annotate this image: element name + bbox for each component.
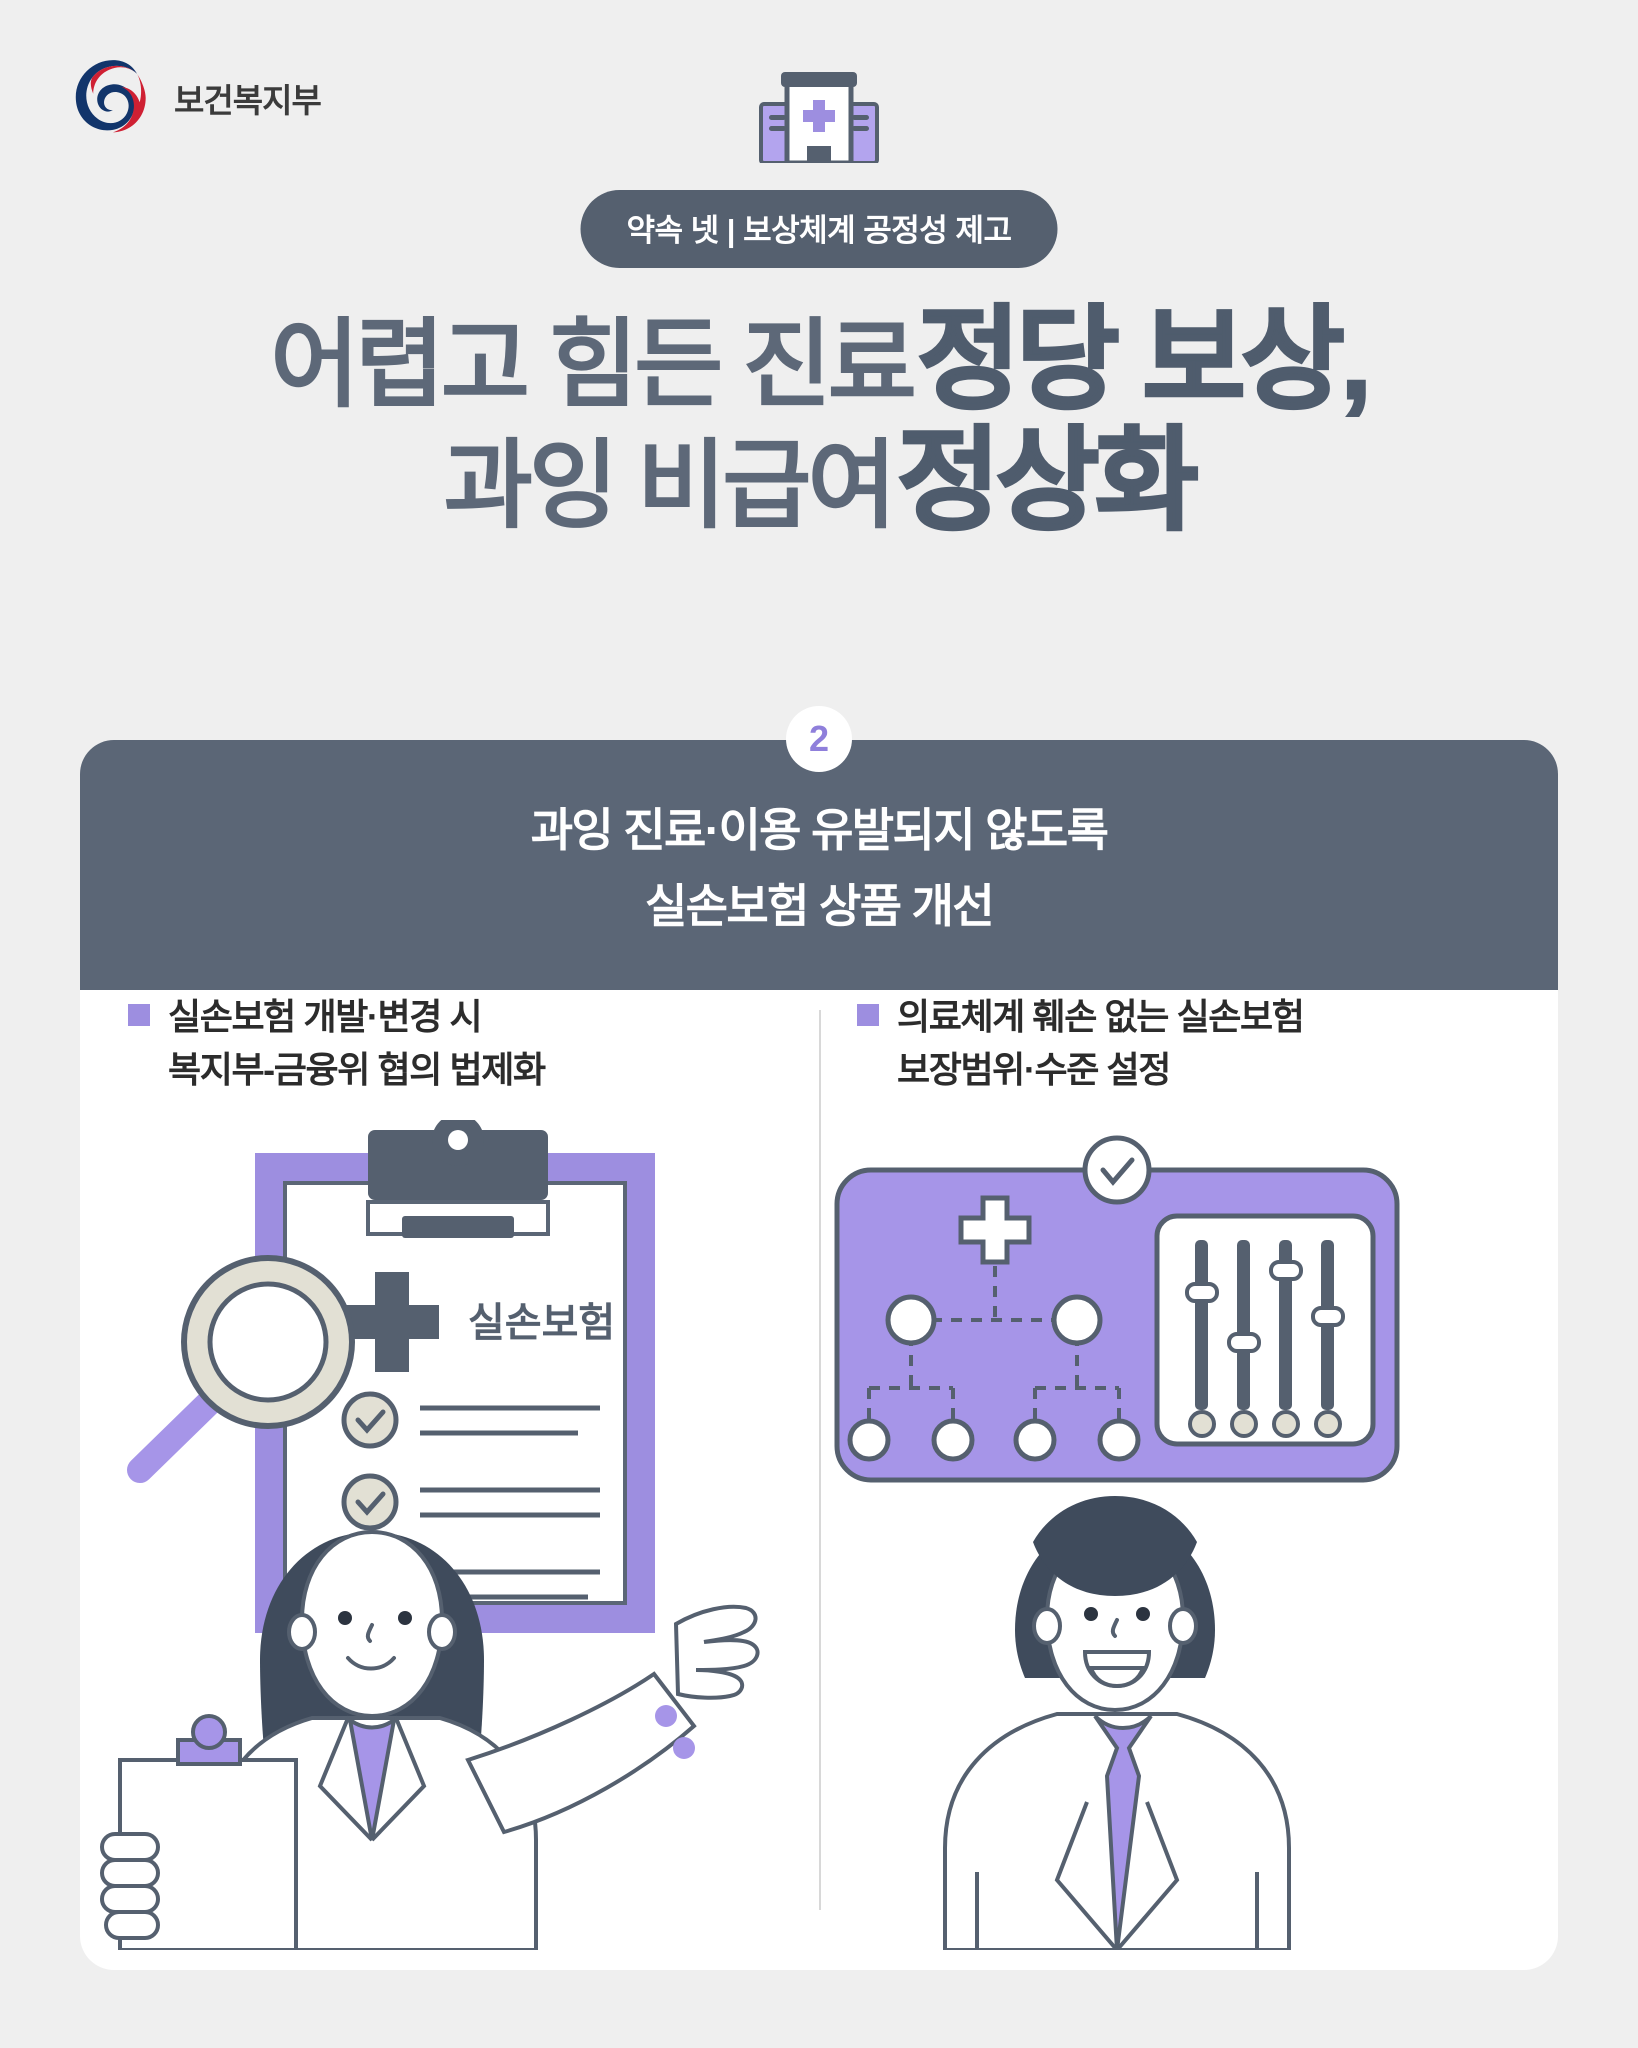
bullet-left-text: 실손보험 개발·변경 시 복지부-금융위 협의 법제화 xyxy=(168,990,546,1097)
card-header-line-2: 실손보험 상품 개선 xyxy=(644,880,995,932)
bullet-left-line-2: 복지부-금융위 협의 법제화 xyxy=(168,1049,546,1091)
columns: 실손보험 개발·변경 시 복지부-금융위 협의 법제화 실손보험 xyxy=(80,990,1558,1970)
headline: 어렵고 힘든 진료 정당 보상, 과잉 비급여 정상화 xyxy=(0,297,1638,543)
hospital-building-icon xyxy=(759,72,879,163)
promise-badge: 약속 넷 | 보상체계 공정성 제고 xyxy=(580,190,1058,268)
clipboard-label: 실손보험 xyxy=(468,1301,615,1345)
bullet-left: 실손보험 개발·변경 시 복지부-금융위 협의 법제화 xyxy=(80,990,819,1097)
column-left: 실손보험 개발·변경 시 복지부-금융위 협의 법제화 실손보험 xyxy=(80,990,819,1970)
bullet-right-line-1: 의료체계 훼손 없는 실손보험 xyxy=(897,996,1305,1037)
column-divider xyxy=(819,1010,821,1910)
headline-line1-heavy: 정당 보상, xyxy=(916,297,1373,422)
headline-line2-heavy: 정상화 xyxy=(896,417,1200,543)
headline-line2-light: 과잉 비급여 xyxy=(443,430,897,540)
korea-government-taegeuk-logo-icon xyxy=(75,60,146,133)
headline-line1-light: 어렵고 힘든 진료 xyxy=(270,310,917,419)
ministry-logo: 보건복지부 xyxy=(70,55,322,141)
bullet-left-line-1: 실손보험 개발·변경 시 xyxy=(168,996,483,1037)
illustration-panel-doctor xyxy=(834,1135,1400,1950)
step-number-badge: 2 xyxy=(786,706,852,772)
headline-line-1: 어렵고 힘든 진료 정당 보상, xyxy=(0,297,1638,422)
ministry-name: 보건복지부 xyxy=(174,82,322,119)
card-header: 과잉 진료·이용 유발되지 않도록 실손보험 상품 개선 xyxy=(80,740,1558,990)
bullet-square-icon xyxy=(857,1004,879,1026)
bullet-right: 의료체계 훼손 없는 실손보험 보장범위·수준 설정 xyxy=(819,990,1558,1097)
column-right: 의료체계 훼손 없는 실손보험 보장범위·수준 설정 xyxy=(819,990,1558,1970)
card-header-line-1: 과잉 진료·이용 유발되지 않도록 xyxy=(530,804,1109,856)
bullet-square-icon xyxy=(128,1004,150,1026)
bullet-right-text: 의료체계 훼손 없는 실손보험 보장범위·수준 설정 xyxy=(897,990,1305,1097)
bullet-right-line-2: 보장범위·수준 설정 xyxy=(897,1049,1171,1091)
illustration-clipboard-doctor: 실손보험 xyxy=(100,1120,760,1950)
headline-line-2: 과잉 비급여 정상화 xyxy=(0,417,1638,543)
